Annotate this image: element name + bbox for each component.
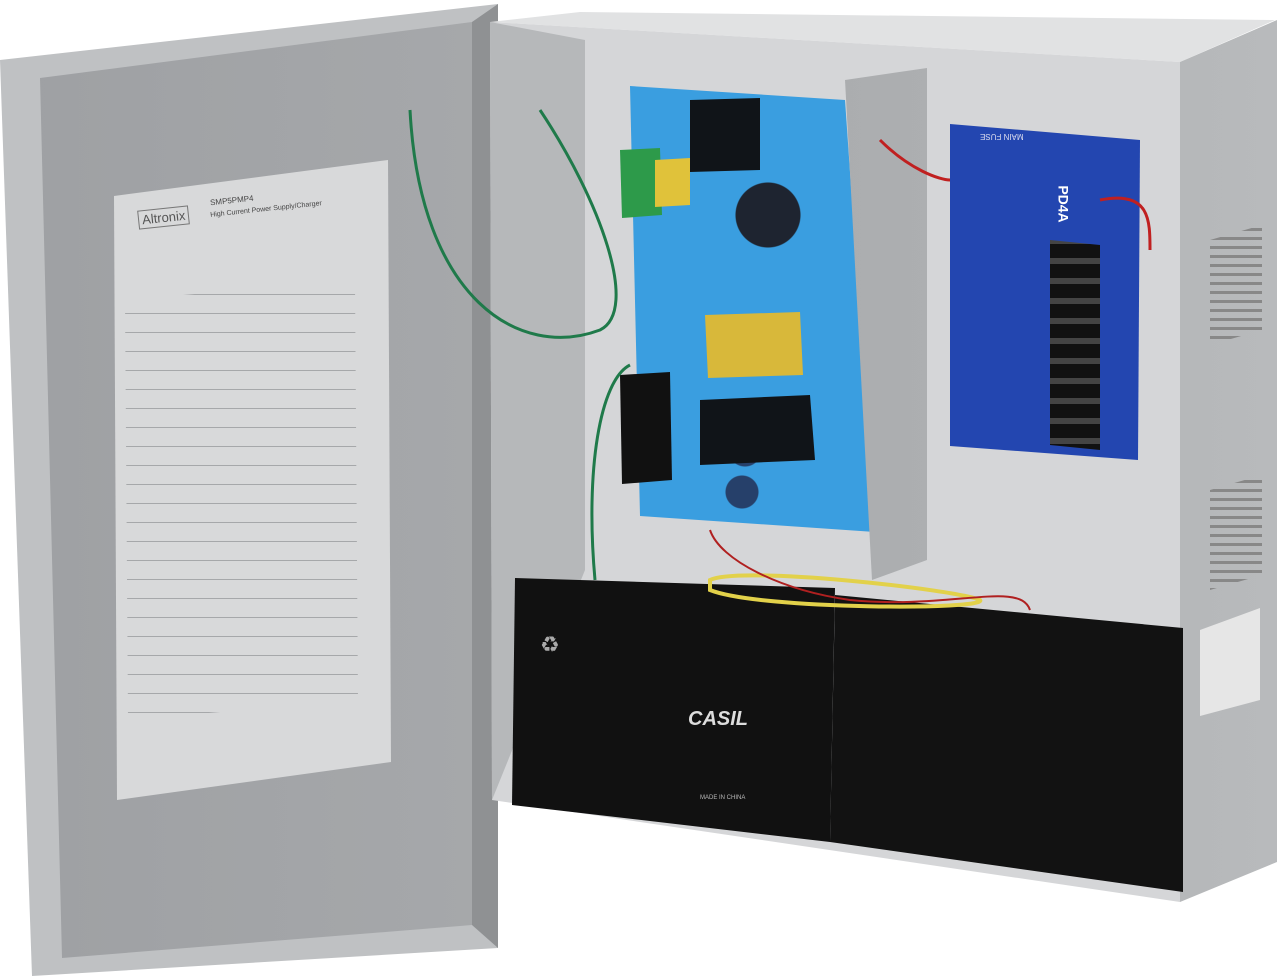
recycle-icon: ♻ xyxy=(540,632,560,657)
pd4a-model-label: PD4A xyxy=(1055,185,1072,223)
ground-wire xyxy=(408,109,618,339)
yellow-jumper-wire xyxy=(708,573,983,609)
label-brand: Altronix xyxy=(137,205,191,230)
red-wire xyxy=(709,529,1031,611)
main-fuse-label: MAIN FUSE xyxy=(980,132,1024,141)
red-wire xyxy=(878,138,951,182)
battery-brand: CASIL xyxy=(688,708,748,730)
ground-wire xyxy=(590,363,631,581)
label-model: SMP5PMP4 xyxy=(209,193,254,208)
red-wire xyxy=(1099,196,1152,251)
battery-origin: MADE IN CHINA xyxy=(700,795,746,801)
